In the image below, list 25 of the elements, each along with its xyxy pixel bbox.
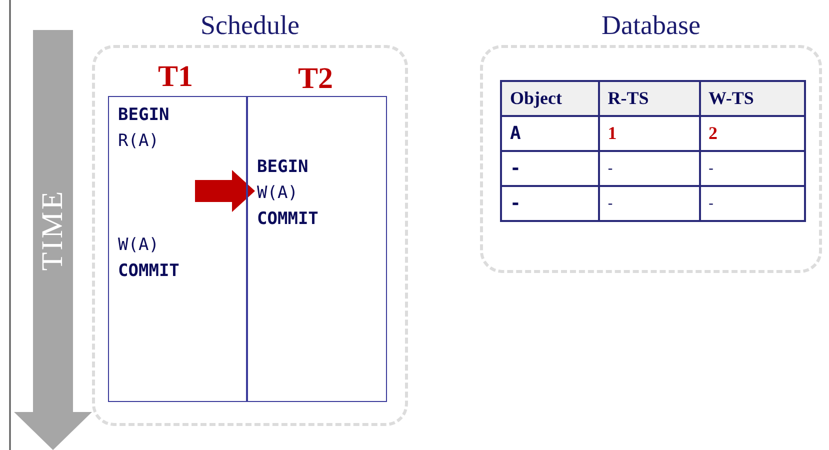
table-cell: -	[700, 151, 805, 186]
panel-heading: Schedule	[200, 10, 300, 41]
header-cell: W-TS	[700, 81, 805, 116]
table-cell: 2	[700, 116, 805, 151]
table-cell: -	[501, 186, 599, 221]
table-cell: -	[598, 186, 700, 221]
panel-heading: Database	[600, 10, 702, 41]
column-heading: T1	[158, 60, 194, 94]
operation-text: COMMIT	[257, 209, 318, 229]
operation-text: COMMIT	[118, 261, 180, 281]
table-cell: A	[501, 116, 599, 151]
operation-text: W(A)	[118, 235, 159, 255]
operation-text: R(A)	[118, 131, 159, 151]
table-cell: -	[700, 186, 805, 221]
time-arrow	[14, 30, 92, 450]
table-cell: -	[598, 151, 700, 186]
table-cell: -	[501, 151, 599, 186]
operation-text: BEGIN	[118, 105, 170, 125]
operation-text: W(A)	[257, 183, 298, 203]
table-cell: 1	[598, 116, 700, 151]
header-cell: R-TS	[598, 81, 700, 116]
column-heading: T2	[298, 62, 334, 96]
operation-text: BEGIN	[257, 157, 308, 177]
axis-label: TIME	[36, 189, 70, 271]
header-cell: Object	[501, 81, 599, 116]
